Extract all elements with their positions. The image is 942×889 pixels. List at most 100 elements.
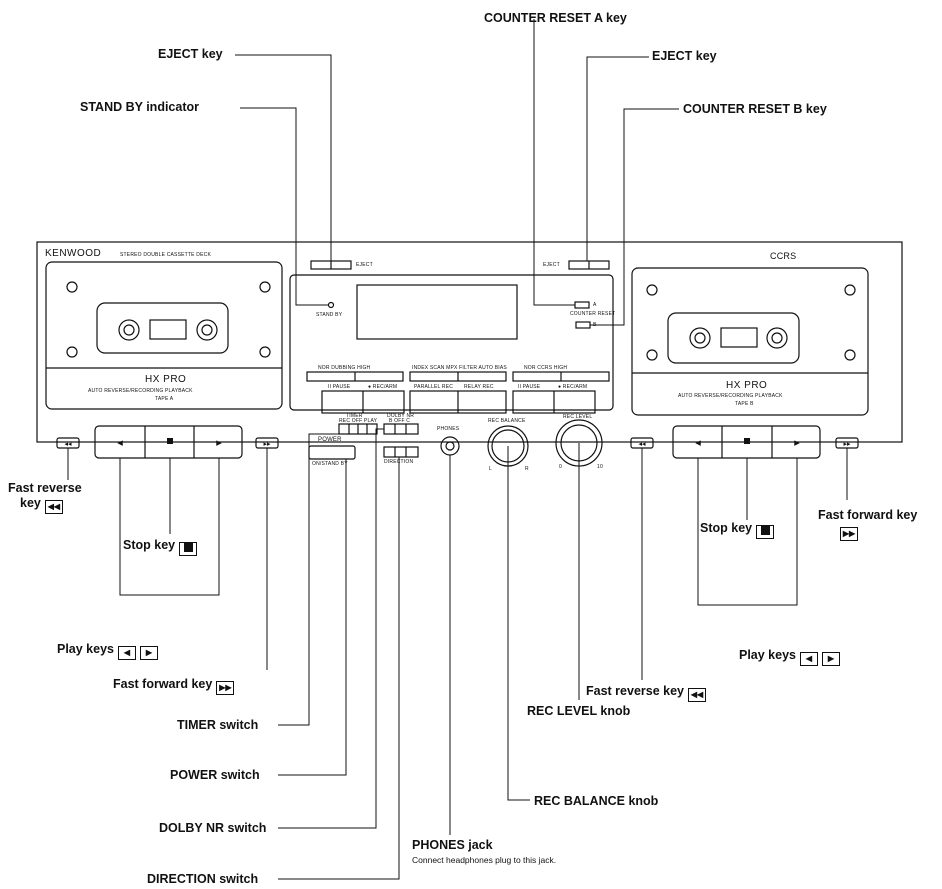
counter-reset-b-button bbox=[575, 321, 591, 329]
callout-play-right: Play keys ◀ ▶ bbox=[739, 648, 840, 666]
svg-text:◂◂: ◂◂ bbox=[64, 441, 72, 448]
svg-text:◂: ◂ bbox=[695, 437, 701, 449]
index-scan-label: INDEX SCAN MPX FILTER AUTO BIAS bbox=[412, 365, 507, 371]
counter-a-label: A bbox=[593, 302, 597, 308]
balance-l: L bbox=[489, 466, 492, 472]
callout-fast-forward-left: Fast forward key▶▶ bbox=[113, 677, 235, 695]
callout-phones-note: Connect headphones plug to this jack. bbox=[412, 855, 557, 865]
callout-standby: STAND BY indicator bbox=[80, 100, 199, 114]
callout-direction: DIRECTION switch bbox=[147, 872, 259, 886]
leader-standby bbox=[240, 107, 328, 306]
callout-stop-right-text: Stop key bbox=[700, 521, 753, 535]
timer-modes-label: REC OFF PLAY bbox=[339, 418, 378, 424]
leader-timer bbox=[278, 433, 339, 726]
callout-stop-left: Stop key bbox=[123, 538, 198, 556]
eject-label-b: EJECT bbox=[543, 262, 560, 268]
callout-stop-left-text: Stop key bbox=[123, 538, 176, 552]
callout-counter-reset-b: COUNTER RESET B key bbox=[683, 102, 827, 116]
play-forward-icon-right: ▶ bbox=[822, 652, 840, 666]
tape-a-label: TAPE A bbox=[155, 396, 174, 402]
svg-text:▸: ▸ bbox=[216, 437, 222, 449]
auto-reverse-a: AUTO REVERSE/RECORDING PLAYBACK bbox=[88, 388, 193, 394]
deck-chassis bbox=[36, 241, 903, 443]
counter-reset-a-button bbox=[574, 301, 590, 309]
leader-direction bbox=[278, 457, 400, 880]
model-text: STEREO DOUBLE CASSETTE DECK bbox=[120, 252, 211, 258]
callout-fast-forward-left-text: Fast forward key bbox=[113, 677, 213, 691]
rec-arm-a-label: ● REC/ARM bbox=[368, 384, 398, 390]
phones-jack bbox=[440, 436, 460, 456]
fast-reverse-icon-right: ◀◀ bbox=[688, 688, 706, 702]
hx-pro-b: HX PRO bbox=[726, 380, 768, 391]
callout-eject-left: EJECT key bbox=[158, 47, 223, 61]
callout-fast-reverse-left-line2: key bbox=[20, 496, 41, 510]
fast-reverse-icon: ◀◀ bbox=[44, 500, 63, 514]
standby-led bbox=[327, 301, 335, 309]
play-reverse-icon-right: ◀ bbox=[800, 652, 818, 666]
dolby-switch bbox=[383, 423, 419, 435]
leader-eject-left bbox=[235, 54, 332, 261]
callout-timer: TIMER switch bbox=[177, 718, 259, 732]
svg-text:▸: ▸ bbox=[794, 437, 800, 449]
tape-b-door bbox=[631, 267, 869, 416]
parallel-label: PARALLEL REC bbox=[414, 384, 454, 390]
stop-icon-right bbox=[756, 525, 775, 539]
tape-a-door bbox=[45, 261, 283, 410]
dolby-label: DOLBY NR bbox=[387, 413, 415, 419]
play-forward-icon: ▶ bbox=[140, 646, 158, 660]
play-reverse-icon: ◀ bbox=[118, 646, 136, 660]
callout-fast-forward-right-text: Fast forward key bbox=[818, 508, 918, 522]
ccrs-row-label: NOR CCRS HIGH bbox=[524, 365, 568, 371]
ccrs-logo: CCRS bbox=[770, 251, 797, 261]
callout-eject-right: EJECT key bbox=[652, 49, 717, 63]
fast-forward-icon-right: ▶▶ bbox=[840, 527, 858, 541]
hx-pro-a: HX PRO bbox=[145, 374, 187, 385]
leader-counter-b bbox=[590, 108, 679, 326]
leader-eject-right bbox=[586, 56, 649, 261]
callout-fast-reverse-left: Fast reverse key◀◀ bbox=[8, 481, 82, 514]
callout-play-right-text: Play keys bbox=[739, 648, 796, 662]
direction-switch bbox=[383, 446, 419, 458]
timer-label: TIMER bbox=[346, 413, 363, 419]
callout-stop-right: Stop key bbox=[700, 521, 775, 539]
callout-counter-reset-a: COUNTER RESET A key bbox=[484, 11, 627, 25]
dolby-modes-label: B OFF C bbox=[389, 418, 411, 424]
pause-a-label: II PAUSE bbox=[328, 384, 351, 390]
level-min: 0 bbox=[559, 464, 562, 470]
callout-dolby: DOLBY NR switch bbox=[159, 821, 267, 835]
callout-phones: PHONES jack bbox=[412, 838, 493, 852]
auto-reverse-b: AUTO REVERSE/RECORDING PLAYBACK bbox=[678, 393, 783, 399]
counter-b-label: B bbox=[593, 322, 597, 328]
tape-b-label: TAPE B bbox=[735, 401, 754, 407]
rec-level-label: REC LEVEL bbox=[563, 414, 593, 420]
power-label: POWER bbox=[318, 437, 342, 443]
rec-arm-b-label: ● REC/ARM bbox=[558, 384, 588, 390]
level-max: 10 bbox=[597, 464, 603, 470]
center-display-panel bbox=[289, 274, 614, 411]
eject-label-a: EJECT bbox=[356, 262, 373, 268]
counter-reset-label: COUNTER RESET bbox=[570, 311, 616, 317]
rec-balance-label: REC BALANCE bbox=[488, 418, 526, 424]
pause-b-label: II PAUSE bbox=[518, 384, 541, 390]
svg-text:▸▸: ▸▸ bbox=[843, 441, 851, 448]
callout-fast-reverse-right: Fast reverse key◀◀ bbox=[586, 684, 706, 702]
direction-label: DIRECTION bbox=[384, 459, 414, 465]
callout-fast-reverse-left-line1: Fast reverse bbox=[8, 481, 82, 495]
transport-a bbox=[94, 425, 243, 459]
leader-dolby bbox=[278, 428, 384, 829]
brand-logo: KENWOOD bbox=[45, 248, 102, 259]
callout-fast-forward-right: Fast forward key ▶▶ bbox=[818, 508, 917, 541]
leader-rec-balance bbox=[507, 446, 530, 801]
relay-label: RELAY REC bbox=[464, 384, 494, 390]
callout-rec-balance: REC BALANCE knob bbox=[534, 794, 659, 808]
fast-forward-icon: ▶▶ bbox=[216, 681, 235, 695]
onstandby-label: ON/STAND BY bbox=[312, 461, 348, 467]
svg-text:◂◂: ◂◂ bbox=[638, 441, 646, 448]
leader-power bbox=[278, 459, 347, 776]
callout-rec-level: REC LEVEL knob bbox=[527, 704, 631, 718]
callout-play-left: Play keys◀▶ bbox=[57, 642, 158, 660]
leader-play-right bbox=[697, 458, 798, 606]
svg-text:▸▸: ▸▸ bbox=[263, 441, 271, 448]
standby-label: STAND BY bbox=[316, 312, 343, 318]
